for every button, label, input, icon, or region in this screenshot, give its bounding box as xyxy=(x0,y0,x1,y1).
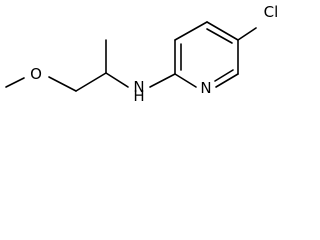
bond-ch-nitrogen xyxy=(105,72,129,88)
bonds-pyridine-ring xyxy=(174,21,257,88)
atom-label-ring-nitrogen: N xyxy=(200,79,211,97)
bond-oxygen-ch2 xyxy=(48,76,77,92)
bond-ch2-ch xyxy=(75,72,107,92)
bond-n1-c6-inner xyxy=(214,69,234,82)
bond-nitrogen-ring xyxy=(149,73,176,88)
atom-labels: O H N N Cl xyxy=(30,3,278,105)
bonds-side-chain xyxy=(5,39,176,92)
atom-label-chlorine: Cl xyxy=(264,3,279,21)
bond-methyl-oxygen xyxy=(5,77,25,88)
bond-c2-n1 xyxy=(174,73,197,88)
atom-label-oxygen: O xyxy=(30,65,42,83)
atom-label-amine-hydrogen: H xyxy=(133,87,144,105)
bond-c5-c4 xyxy=(206,21,239,41)
bond-c5-chlorine xyxy=(237,27,257,41)
bond-c5-c4-inner xyxy=(206,28,233,44)
bond-n1-c6 xyxy=(215,73,239,88)
molecule-diagram: O H N N Cl xyxy=(5,3,278,105)
atom-label-amine-nitrogen: N xyxy=(133,78,144,96)
bond-c4-c3 xyxy=(174,21,208,41)
